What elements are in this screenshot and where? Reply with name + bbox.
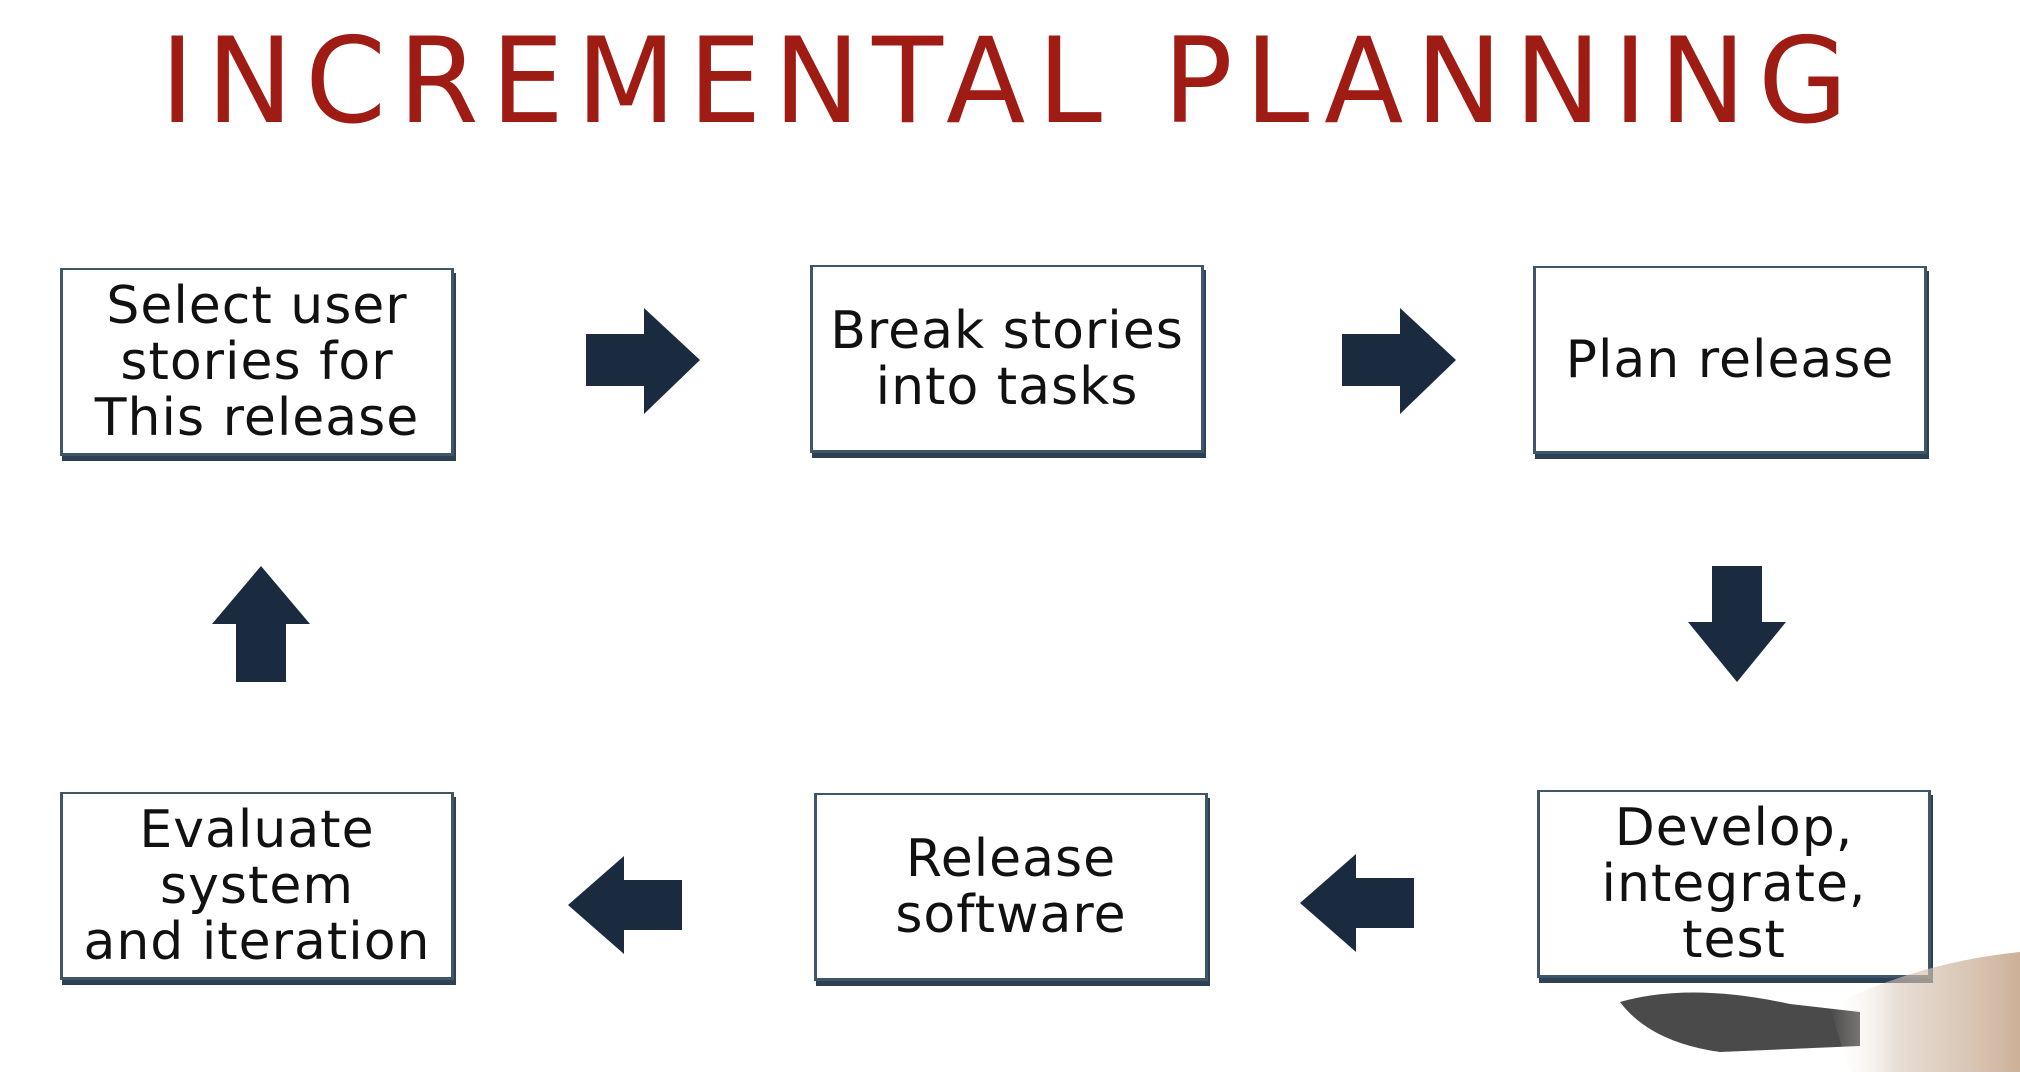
arrow-right-icon xyxy=(582,304,704,418)
arrow-right-icon xyxy=(1338,304,1460,418)
step-label: Release software xyxy=(895,828,1127,945)
step-select-user-stories: Select user stories for This release xyxy=(60,268,454,456)
step-label: Evaluate system and iteration xyxy=(83,799,431,972)
step-label: Develop, integrate, test xyxy=(1601,797,1867,970)
step-label: Plan release xyxy=(1565,329,1895,390)
step-break-stories: Break stories into tasks xyxy=(810,265,1204,453)
marker-hand-icon xyxy=(1600,942,2020,1076)
arrow-left-icon xyxy=(564,852,686,958)
step-release-software: Release software xyxy=(814,793,1208,981)
arrow-up-icon xyxy=(208,562,314,686)
diagram-title: INCREMENTAL PLANNING xyxy=(160,12,1860,151)
step-evaluate-system: Evaluate system and iteration xyxy=(60,792,454,980)
arrow-down-icon xyxy=(1684,562,1790,686)
step-label: Break stories into tasks xyxy=(830,300,1184,417)
step-plan-release: Plan release xyxy=(1533,266,1927,454)
step-label: Select user stories for This release xyxy=(94,275,420,448)
arrow-left-icon xyxy=(1296,850,1418,956)
step-develop-integrate-test: Develop, integrate, test xyxy=(1537,790,1931,978)
